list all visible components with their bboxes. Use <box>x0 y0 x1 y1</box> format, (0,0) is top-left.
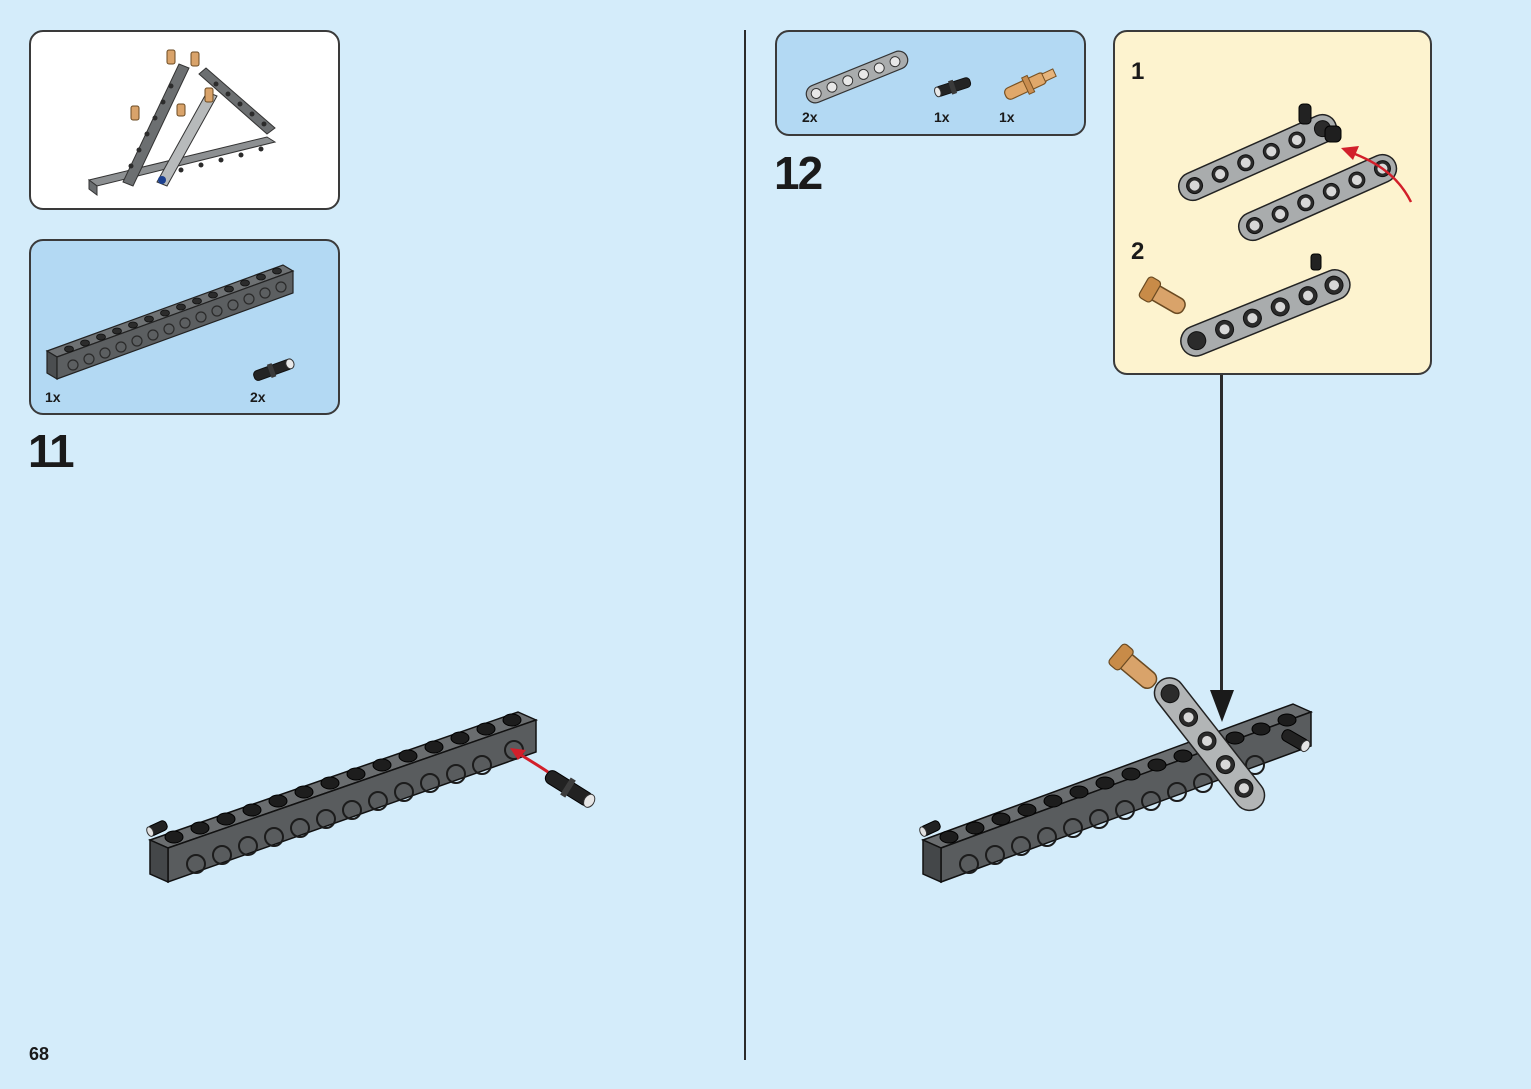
step12-parts-panel: 2x 1x 1x <box>775 30 1086 136</box>
substep1-number: 1 <box>1131 58 1145 85</box>
step12-part3-qty: 1x <box>999 109 1015 125</box>
step11-number: 11 <box>28 425 75 477</box>
technic-axle-pin-icon <box>1004 68 1057 100</box>
step11-parts-panel: 1x 2x <box>29 239 340 415</box>
technic-pin-icon <box>253 358 295 381</box>
step11-part2-qty: 2x <box>250 389 266 405</box>
page-divider <box>744 30 746 1060</box>
step11-part1-qty: 1x <box>45 389 61 405</box>
step12-part1-qty: 2x <box>802 109 818 125</box>
technic-liftarm-icon <box>805 50 909 104</box>
assembly-preview-illustration <box>87 49 277 196</box>
page-number: 68 <box>29 1044 50 1064</box>
assembly-preview-panel <box>29 30 340 210</box>
step12-illustration <box>919 643 1313 884</box>
technic-beam-brick-icon <box>45 264 295 381</box>
callout-connector-arrowhead <box>1210 690 1234 722</box>
step12-part2-qty: 1x <box>934 109 950 125</box>
callout-connector-line <box>1220 375 1223 693</box>
technic-pin-icon <box>934 77 972 98</box>
subassembly-callout: 1 2 <box>1113 30 1432 375</box>
substep2-illustration <box>1138 253 1351 357</box>
substep1-illustration <box>1177 103 1413 242</box>
step11-illustration <box>146 711 596 884</box>
substep2-number: 2 <box>1131 238 1145 265</box>
step12-number: 12 <box>774 147 823 199</box>
